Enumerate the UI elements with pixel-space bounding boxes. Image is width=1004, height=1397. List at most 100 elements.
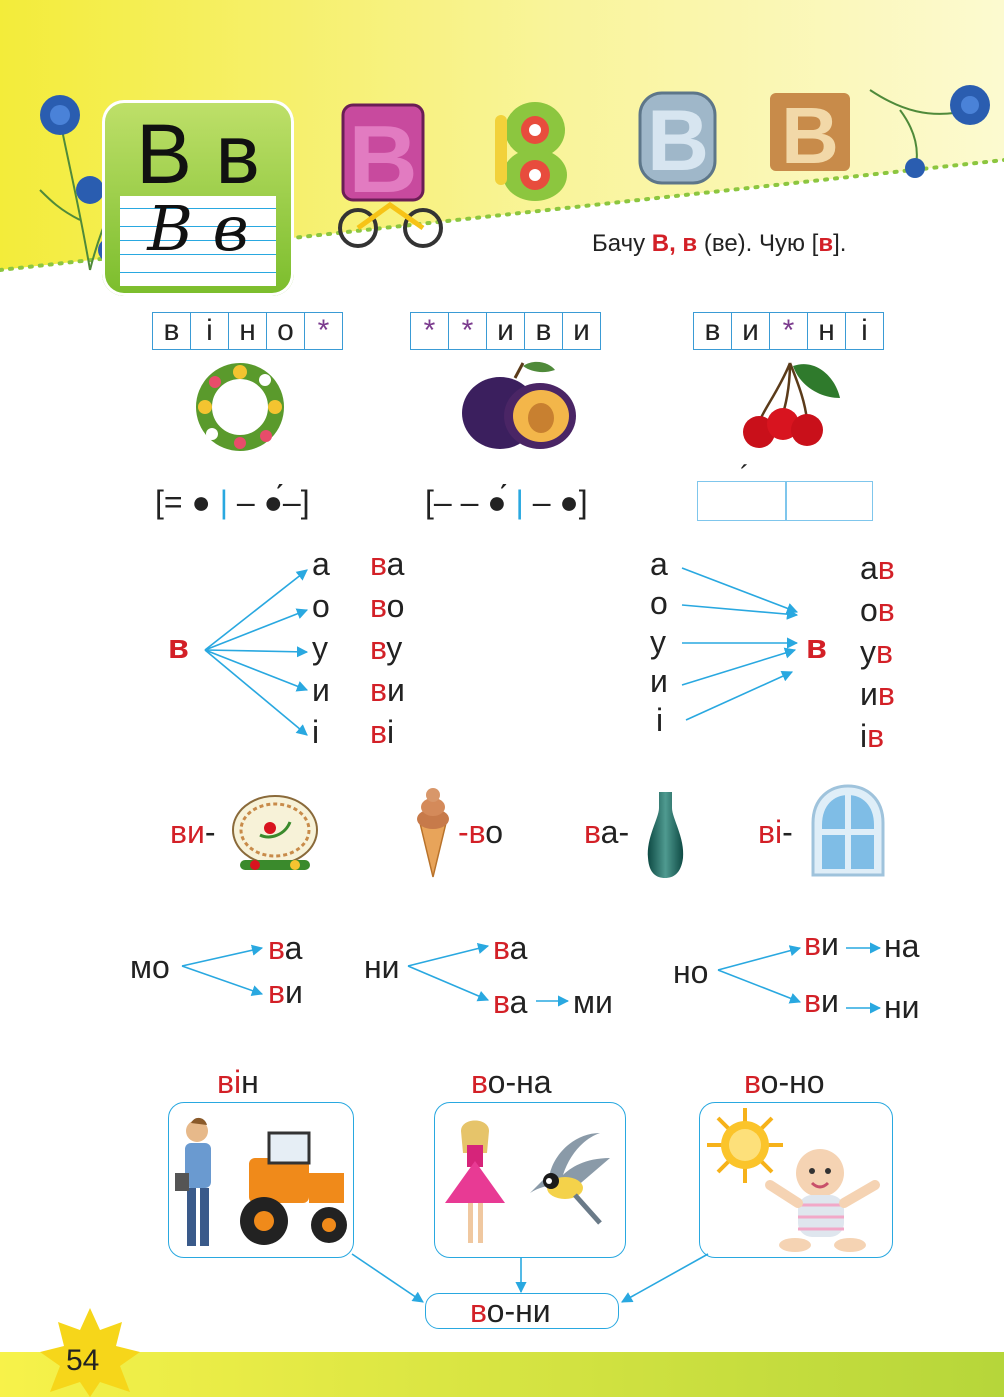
- syllable: ов: [860, 594, 895, 636]
- boy-tractor-icon: [175, 1117, 347, 1246]
- syllable-consonant: в: [877, 550, 895, 586]
- letter-cell: о: [267, 313, 305, 349]
- cherry-icon: [743, 362, 840, 448]
- letter-boxes-wreath: в і н о *: [152, 312, 343, 350]
- syllable-vowel: у: [386, 630, 403, 666]
- pronoun-black: о-на: [487, 1064, 552, 1100]
- letter-cell: в: [525, 313, 563, 349]
- syllable-consonant: в: [370, 588, 387, 624]
- pronoun-red: в: [470, 1293, 487, 1329]
- vowel: у: [312, 630, 328, 666]
- caption-after: ].: [833, 230, 847, 257]
- girl-bird-frame: [434, 1102, 626, 1258]
- picture-word-cloth: ви-: [170, 816, 216, 848]
- footer-band: [0, 1352, 1004, 1397]
- syllable-consonant: в: [876, 634, 893, 670]
- butterfly-letter-icon: [495, 102, 567, 201]
- caption-middle: (ве). Чую [: [697, 230, 819, 257]
- letter-cell: *: [449, 313, 487, 349]
- stress-mark: ´: [740, 460, 750, 491]
- pronoun-black: о-ни: [486, 1293, 551, 1329]
- branch-red: в: [804, 926, 821, 962]
- vowel: і: [656, 702, 664, 738]
- syllable: ув: [860, 636, 895, 678]
- tree-branch: ви: [804, 928, 839, 960]
- vowel: и: [312, 672, 330, 708]
- svg-text:B: B: [781, 91, 839, 178]
- word-red-part: в: [584, 814, 601, 850]
- letter-cell: в: [694, 313, 732, 349]
- syllable: ив: [860, 678, 895, 720]
- caption-sound: в: [818, 230, 834, 257]
- scheme-part: –]: [282, 484, 310, 520]
- pronoun-label: він: [217, 1066, 259, 1098]
- scheme-part: ]: [578, 484, 588, 520]
- branch-black: и: [821, 926, 839, 962]
- wreath-icon: [196, 363, 284, 451]
- sun-baby-icon: [707, 1108, 880, 1252]
- ice-cream-icon: [417, 788, 449, 878]
- tree-branch: ва: [493, 986, 527, 1018]
- letter-cell: н: [808, 313, 846, 349]
- syllable: ав: [860, 552, 895, 594]
- consonant-forward: в: [168, 628, 189, 666]
- branch-red: в: [493, 984, 510, 1020]
- vowels-forward: а о у и і: [312, 548, 342, 758]
- word-red-part: -в: [458, 814, 486, 850]
- scheme-part: ●́: [487, 484, 507, 520]
- word-black-part: о: [485, 814, 504, 850]
- caption-letters: В, в: [651, 230, 698, 257]
- tree-branch: ви: [804, 985, 839, 1017]
- letter-boxes-plum: * * и в и: [410, 312, 601, 350]
- tree-next: на: [884, 928, 920, 964]
- pronoun-red: в: [471, 1064, 488, 1100]
- tree-branch: ва: [268, 932, 302, 964]
- word-red-part: ви: [170, 814, 205, 850]
- syllable-vowel: і: [387, 714, 395, 750]
- vowel: а: [312, 546, 330, 582]
- tree-next: ми: [573, 984, 613, 1020]
- scheme-part: ●: [559, 484, 579, 520]
- plum-icon: [462, 361, 576, 449]
- tree-root: но: [673, 954, 709, 990]
- vowels-backward: а о у и і: [650, 548, 680, 743]
- letter-cell: і: [861, 314, 868, 347]
- letter-cell: *: [317, 314, 330, 347]
- boy-tractor-frame: [168, 1102, 354, 1258]
- syllables-forward: ва во ву ви ві: [370, 548, 405, 758]
- syllable-consonant: в: [867, 718, 885, 754]
- syllable: ів: [860, 720, 895, 762]
- branch-red: в: [804, 983, 821, 1019]
- svg-text:B: B: [647, 93, 709, 189]
- word-black-part: -: [204, 814, 216, 850]
- branch-red: в: [268, 974, 285, 1010]
- letter-cell: в: [153, 313, 191, 349]
- vowel: и: [650, 663, 668, 699]
- branch-red: в: [493, 930, 510, 966]
- letter-cell: и: [487, 313, 525, 349]
- pronoun-label: во-но: [744, 1066, 825, 1098]
- scheme-part: |: [210, 484, 237, 520]
- silver-letter-icon: B: [638, 91, 717, 189]
- syllable-scheme-wreath: [= ● | – ●́–]: [155, 484, 310, 521]
- caption-before: Бачу: [592, 230, 652, 257]
- caption: Бачу В, в (ве). Чую [в].: [592, 232, 846, 256]
- branch-black: а: [509, 984, 528, 1020]
- vase-icon: [647, 792, 684, 878]
- maple-leaf-icon: [40, 1308, 140, 1397]
- tree-next: ни: [884, 989, 920, 1025]
- pronoun-result-box: [425, 1293, 619, 1329]
- scheme-part: [=: [155, 484, 192, 520]
- syllable-consonant: в: [370, 714, 387, 750]
- vowel: і: [312, 714, 320, 750]
- syllable-vowel: о: [386, 588, 405, 624]
- picture-word-window: ві-: [758, 816, 793, 848]
- syllable: ва: [370, 548, 405, 590]
- word-black-part: -: [782, 814, 793, 850]
- handwriting-lines: [120, 196, 276, 286]
- printed-letters: В в: [136, 107, 260, 201]
- scheme-part: |: [506, 484, 533, 520]
- picture-word-vase: ва-: [584, 816, 629, 848]
- syllables-backward: ав ов ув ив ів: [860, 552, 895, 762]
- syllable-vowel: и: [387, 672, 405, 708]
